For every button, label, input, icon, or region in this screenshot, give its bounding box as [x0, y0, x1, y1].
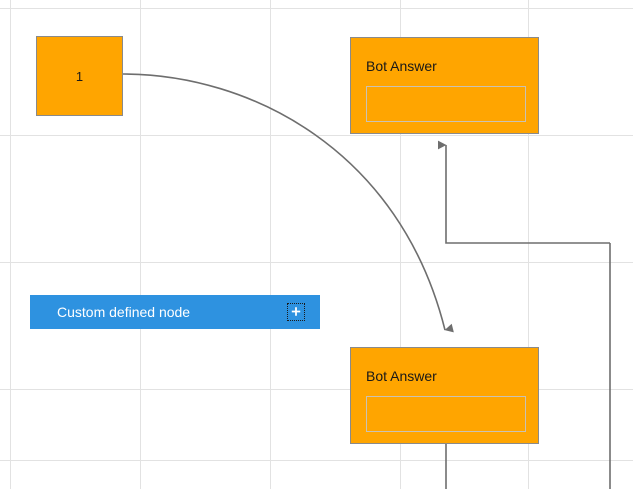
- node-title: Bot Answer: [366, 368, 437, 384]
- custom-defined-node-label: Custom defined node: [57, 304, 191, 320]
- node-1[interactable]: 1: [36, 36, 123, 116]
- node-bot-answer-bottom[interactable]: Bot Answer: [350, 347, 539, 444]
- connector-node1-to-bot-answer-bottom[interactable]: [122, 73, 454, 333]
- node-bot-answer-top[interactable]: Bot Answer: [350, 37, 539, 134]
- node-answer-slot[interactable]: [366, 396, 526, 432]
- custom-defined-node-bar[interactable]: Custom defined node: [30, 295, 320, 329]
- connector-loop-to-bot-answer-top[interactable]: [438, 140, 610, 244]
- node-title: Bot Answer: [366, 58, 437, 74]
- node-1-label: 1: [75, 68, 84, 84]
- node-answer-slot[interactable]: [366, 86, 526, 122]
- plus-icon[interactable]: [287, 303, 305, 321]
